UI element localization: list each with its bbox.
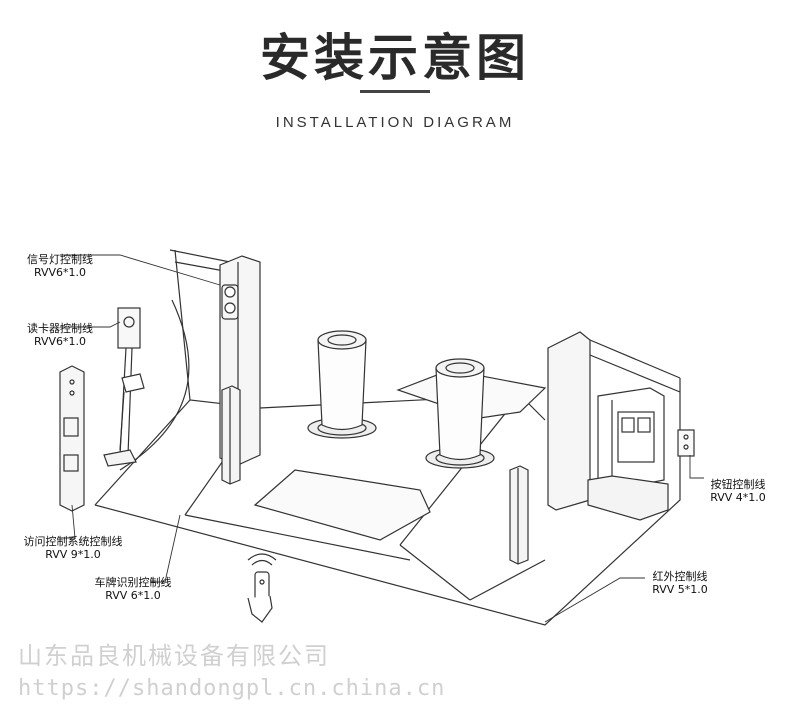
infrared-line-name: 红外控制线: [652, 570, 708, 583]
infrared-post-left: [221, 385, 241, 485]
button-panel: [677, 429, 695, 457]
ground-outline: [94, 249, 681, 626]
signal-line-spec: RVV6*1.0: [33, 266, 87, 279]
access-line-name: 访问控制系统控制线: [23, 535, 123, 548]
card-reader-line-label: 读卡器控制线 RVV6*1.0: [10, 322, 110, 348]
plate-line-name: 车牌识别控制线: [94, 576, 172, 589]
plate-line-spec: RVV 6*1.0: [105, 589, 161, 602]
access-line-spec: RVV 9*1.0: [45, 548, 101, 561]
watermark-url: https://shandongpl.cn.china.cn: [18, 676, 446, 701]
signal-line-name: 信号灯控制线: [27, 253, 93, 266]
ground-pads: [253, 369, 547, 541]
button-line-name: 按钮控制线: [710, 478, 766, 491]
control-cabinet: [587, 387, 669, 521]
bollard-2: [425, 358, 495, 469]
bollard-1: [307, 330, 377, 439]
remote-control-icon: [247, 553, 277, 623]
page-subtitle: INSTALLATION DIAGRAM: [275, 114, 515, 131]
infrared-line-label: 红外控制线 RVV 5*1.0: [635, 570, 725, 596]
access-control-column: [59, 365, 85, 512]
infrared-post-right: [509, 465, 529, 565]
leader-lines: [60, 254, 704, 623]
card-reader: [103, 307, 145, 467]
button-line-label: 按钮控制线 RVV 4*1.0: [698, 478, 778, 504]
page-title: 安装示意图: [260, 29, 530, 87]
plate-line-label: 车牌识别控制线 RVV 6*1.0: [78, 576, 188, 602]
traffic-light-icon: [221, 284, 239, 320]
infrared-line-spec: RVV 5*1.0: [652, 583, 708, 596]
card-reader-line-spec: RVV6*1.0: [33, 335, 87, 348]
signal-line-label: 信号灯控制线 RVV6*1.0: [10, 253, 110, 279]
access-line-label: 访问控制系统控制线 RVV 9*1.0: [8, 535, 138, 561]
title-underline: [360, 90, 430, 93]
button-line-spec: RVV 4*1.0: [710, 491, 766, 504]
card-reader-line-name: 读卡器控制线: [27, 322, 93, 335]
watermark-company: 山东品良机械设备有限公司: [18, 642, 330, 670]
